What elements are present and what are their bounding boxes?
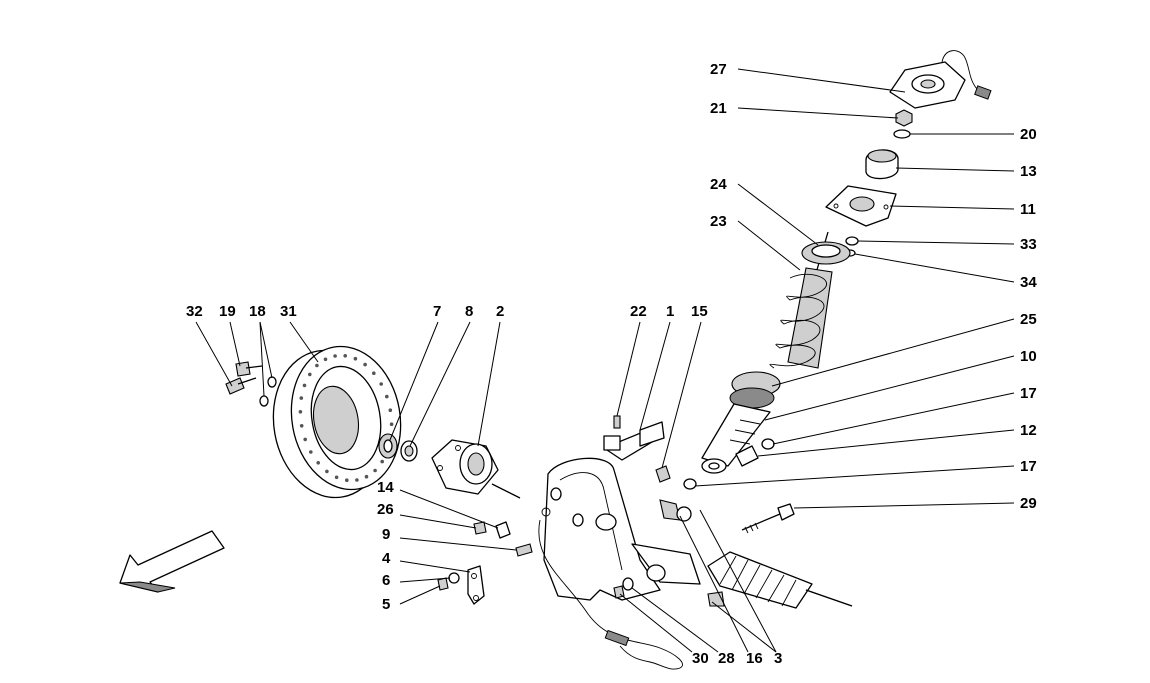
disc-hole — [363, 362, 367, 367]
callout-17-lower: 17 — [1020, 458, 1037, 475]
disc-hole — [308, 372, 312, 377]
callout-14: 14 — [377, 479, 394, 496]
wheel-hub-part — [431, 439, 521, 499]
callout-2: 2 — [496, 303, 504, 320]
disc-hole — [302, 383, 307, 388]
callout-22: 22 — [630, 303, 647, 320]
disc-hole — [373, 468, 377, 473]
callout-13: 13 — [1020, 163, 1037, 180]
disc-hole — [309, 450, 313, 454]
callout-6: 6 — [382, 572, 390, 589]
washer-part — [893, 129, 911, 139]
small-fasteners — [437, 415, 725, 607]
disc-hole — [303, 437, 308, 442]
disc-hole — [385, 394, 389, 399]
callout-32: 32 — [186, 303, 203, 320]
disc-hole — [380, 459, 385, 464]
leader-lines — [195, 68, 1015, 653]
disc-hole — [316, 461, 321, 465]
mounting-plate-part — [825, 185, 897, 227]
callout-17-upper: 17 — [1020, 385, 1037, 402]
callout-34: 34 — [1020, 274, 1037, 291]
disc-hole — [355, 478, 359, 482]
disc-hole — [325, 469, 329, 474]
direction-arrow-icon — [119, 530, 225, 593]
callout-20: 20 — [1020, 126, 1037, 143]
callout-12: 12 — [1020, 422, 1037, 439]
disc-hole — [389, 422, 394, 427]
callout-19: 19 — [219, 303, 236, 320]
disc-hole — [379, 382, 384, 386]
callout-15: 15 — [691, 303, 708, 320]
brake-disc-part — [272, 345, 402, 499]
callout-9: 9 — [382, 526, 390, 543]
disc-hole — [299, 424, 304, 428]
drive-shaft-part — [707, 551, 853, 609]
callout-28: 28 — [718, 650, 735, 667]
callout-29: 29 — [1020, 495, 1037, 512]
callout-24: 24 — [710, 176, 727, 193]
callout-5: 5 — [382, 596, 390, 613]
bump-stop-cup-part — [865, 149, 899, 180]
long-bolt-part — [741, 503, 795, 534]
callout-3: 3 — [774, 650, 782, 667]
callout-25: 25 — [1020, 311, 1037, 328]
callout-31: 31 — [280, 303, 297, 320]
disc-hole — [333, 354, 337, 358]
disc-hole — [372, 371, 376, 376]
disc-hole — [364, 474, 369, 479]
callout-23: 23 — [710, 213, 727, 230]
callout-labels: 27 21 20 13 24 11 23 33 34 25 10 17 12 1… — [186, 61, 1037, 667]
shock-absorber-assembly — [701, 231, 851, 474]
callout-11: 11 — [1020, 201, 1036, 218]
wheel-bolt-part — [225, 361, 277, 407]
sensor-cable-part — [538, 507, 683, 670]
disc-hole — [298, 410, 303, 414]
callout-1: 1 — [666, 303, 674, 320]
disc-hole — [388, 408, 393, 413]
callout-26: 26 — [377, 501, 394, 518]
disc-hole — [353, 356, 358, 361]
callout-30: 30 — [692, 650, 709, 667]
callout-4: 4 — [382, 550, 391, 567]
wheel-bearing-part — [378, 433, 418, 462]
callout-10: 10 — [1020, 348, 1037, 365]
callout-18: 18 — [249, 303, 266, 320]
callout-7: 7 — [433, 303, 441, 320]
disc-hole — [334, 475, 339, 480]
callout-16: 16 — [746, 650, 763, 667]
disc-hole — [315, 363, 319, 368]
callout-8: 8 — [465, 303, 473, 320]
callout-21: 21 — [710, 100, 727, 117]
disc-hole — [345, 478, 349, 483]
nut-part — [895, 109, 913, 127]
hub-carrier-part — [543, 421, 701, 601]
disc-hole — [323, 357, 328, 362]
bush-part — [683, 438, 775, 490]
disc-hole — [299, 396, 304, 400]
disc-hole — [343, 354, 348, 358]
callout-33: 33 — [1020, 236, 1037, 253]
callout-27: 27 — [710, 61, 727, 78]
top-mount-part — [889, 50, 992, 109]
